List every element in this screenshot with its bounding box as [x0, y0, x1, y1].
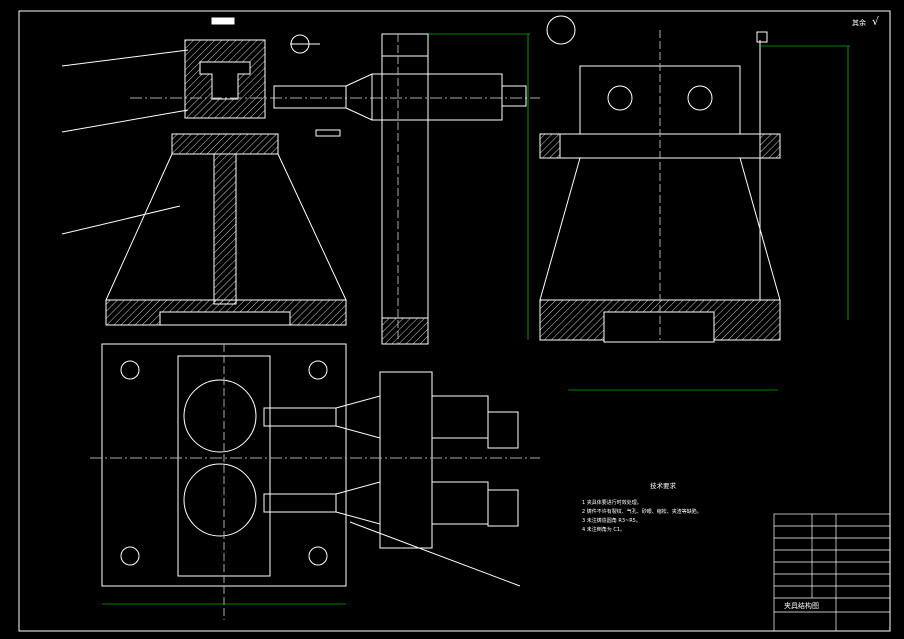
- plan-view: [90, 343, 540, 620]
- tech-notes: 技术要求 1 夹具体要进行时效处理。 2 铸件不许有裂纹、气孔、砂眼、缩松、夹渣…: [582, 481, 702, 533]
- surface-finish-label: 其余: [852, 18, 866, 27]
- side-view: [381, 33, 530, 345]
- right-view: [539, 15, 850, 391]
- front-view: [61, 17, 540, 326]
- title-block-name: 夹具结构图: [784, 601, 819, 610]
- roughness-icon: √: [872, 15, 880, 28]
- tech-note-4: 4 未注倒角为 C1。: [582, 526, 625, 533]
- drawing-border: [18, 10, 891, 632]
- tech-notes-title: 技术要求: [650, 481, 677, 490]
- tech-note-2: 2 铸件不许有裂纹、气孔、砂眼、缩松、夹渣等缺陷。: [582, 508, 702, 515]
- tech-note-3: 3 未注铸造圆角 R3~R5。: [582, 517, 641, 524]
- tech-note-1: 1 夹具体要进行时效处理。: [582, 499, 642, 506]
- title-block: [773, 513, 891, 632]
